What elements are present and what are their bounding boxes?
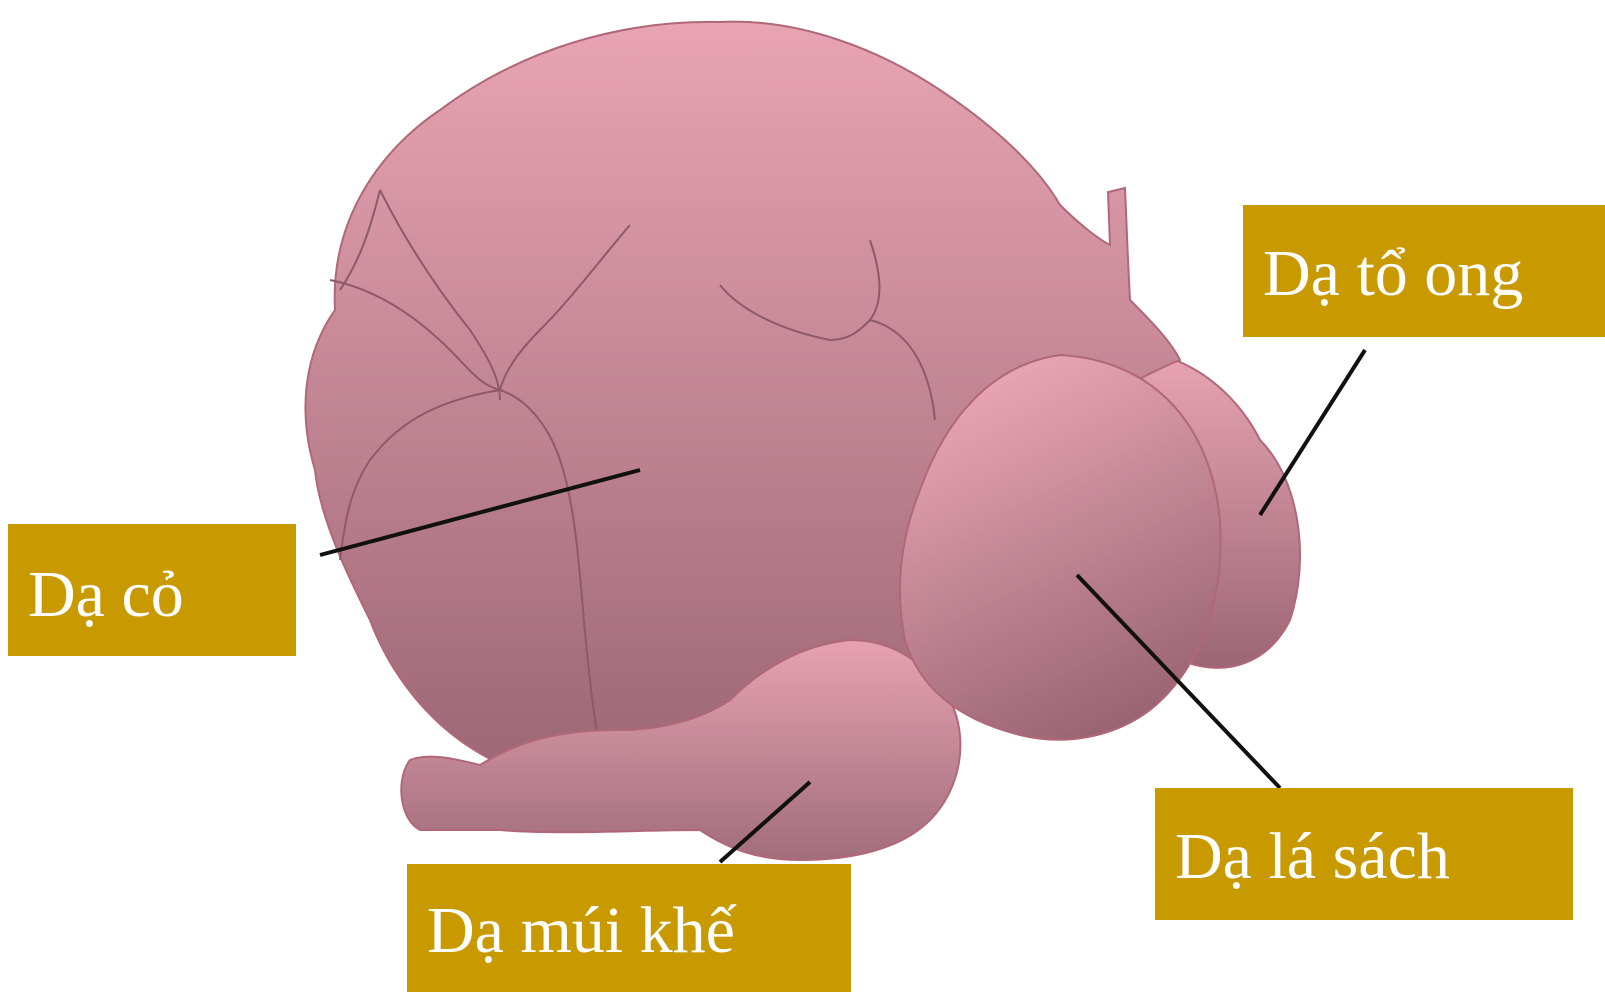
label-reticulum: Dạ tổ ong [1243, 205, 1605, 337]
label-abomasum-text: Dạ múi khế [427, 898, 851, 964]
leader-line-reticulum [1260, 350, 1365, 515]
label-rumen: Dạ cỏ [8, 524, 296, 656]
label-omasum-text: Dạ lá sách [1175, 824, 1573, 890]
label-reticulum-text: Dạ tổ ong [1263, 241, 1605, 307]
label-omasum: Dạ lá sách [1155, 788, 1573, 920]
label-abomasum: Dạ múi khế [407, 864, 851, 992]
label-rumen-text: Dạ cỏ [28, 562, 296, 628]
